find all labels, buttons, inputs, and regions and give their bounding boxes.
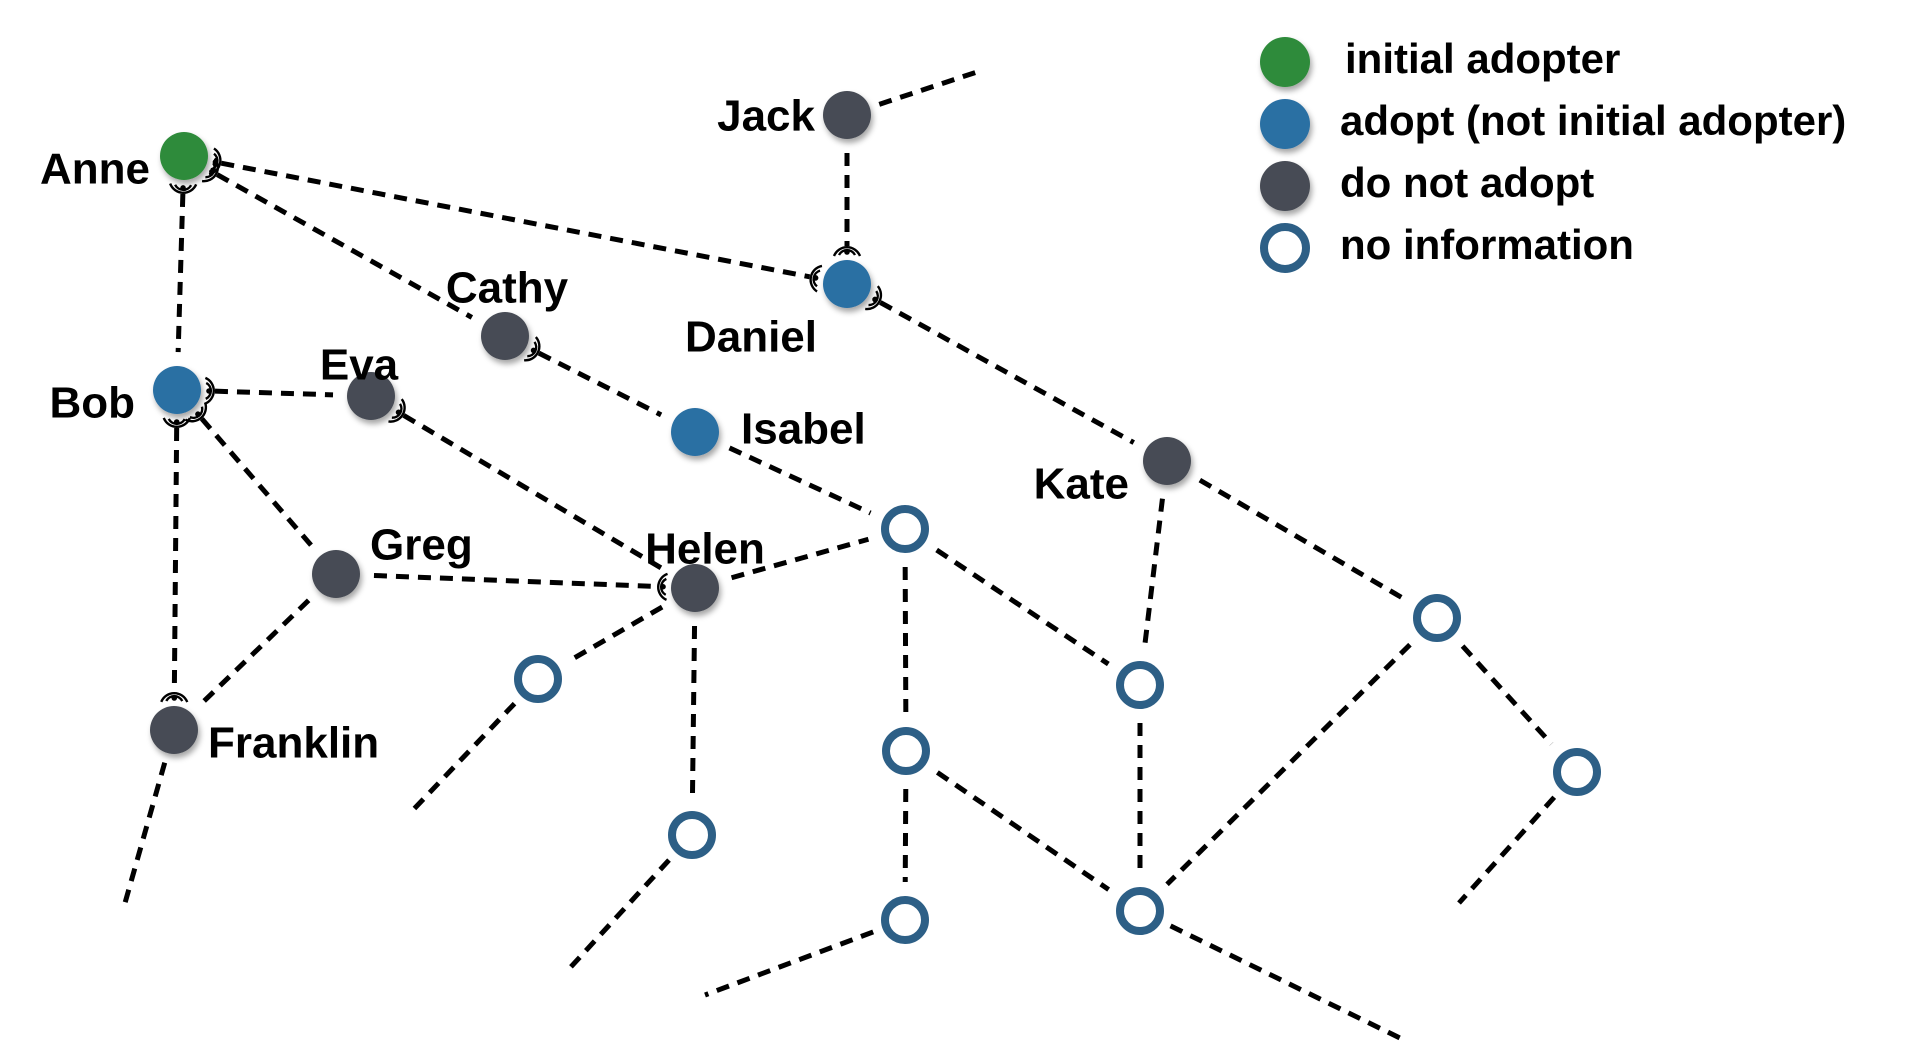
- node-label-isabel: Isabel: [741, 405, 866, 454]
- edge-anne-cathy: [215, 172, 474, 320]
- edge-u5-u8: [902, 788, 909, 883]
- node-helen: [671, 564, 719, 612]
- edge-cathy-isabel: [537, 350, 663, 418]
- node-u8: [881, 896, 929, 944]
- signal-icon-bob-to-franklin: [162, 417, 191, 428]
- node-franklin: [150, 706, 198, 754]
- edge-helen-u1: [730, 536, 870, 581]
- node-isabel: [671, 408, 719, 456]
- signal-icon-helen-from-greg: [657, 572, 669, 601]
- dangling-edge-u2: [411, 701, 517, 812]
- edge-anne-daniel: [220, 160, 811, 280]
- legend-label: initial adopter: [1345, 35, 1620, 82]
- edge-isabel-u1: [728, 445, 872, 516]
- signal-icon-daniel-from-jack: [832, 246, 862, 257]
- signals-layer: [160, 147, 883, 703]
- node-u6: [668, 811, 716, 859]
- signal-icon-franklin-from-bob: [160, 692, 189, 703]
- dangling-edge-franklin: [122, 762, 168, 904]
- node-label-anne: Anne: [40, 145, 150, 194]
- node-u5: [882, 727, 930, 775]
- signal-icon-eva-to-helen: [388, 398, 406, 423]
- legend-swatch-do-not-adopt: [1260, 161, 1310, 211]
- edges-layer: [122, 68, 1557, 1043]
- node-label-eva: Eva: [320, 341, 399, 390]
- node-u2: [514, 655, 562, 703]
- legend-label: do not adopt: [1340, 159, 1594, 206]
- edge-u1-u3: [935, 547, 1110, 667]
- signal-icon-daniel-to-kate: [865, 285, 883, 311]
- node-u1: [881, 505, 929, 553]
- dangling-edge-jack: [878, 68, 981, 107]
- legend-item-no-information: no information: [1260, 221, 1634, 273]
- edge-kate-u3: [1142, 498, 1165, 648]
- edge-bob-eva: [214, 388, 334, 398]
- dangling-edge-u7: [1457, 795, 1557, 905]
- signal-icon-daniel-from-anne: [809, 264, 823, 293]
- edge-u1-u5: [902, 566, 909, 714]
- node-eva: [347, 372, 395, 420]
- legend-item-adopt: adopt (not initial adopter): [1260, 97, 1846, 149]
- signal-icon-bob-to-eva: [204, 376, 215, 405]
- signal-icon-cathy-to-isabel: [524, 336, 541, 362]
- node-kate: [1143, 437, 1191, 485]
- node-u9: [1116, 887, 1164, 935]
- dangling-edge-u6: [567, 858, 671, 971]
- edge-daniel-kate: [879, 300, 1135, 445]
- edge-bob-greg: [199, 417, 314, 547]
- legend-swatch-adopt: [1260, 99, 1310, 149]
- edge-u4-u7: [1460, 644, 1554, 746]
- legend-swatch-no-information: [1260, 223, 1310, 273]
- edge-bob-franklin: [171, 427, 180, 693]
- dangling-edge-u8: [704, 929, 875, 998]
- node-u4: [1413, 594, 1461, 642]
- node-cathy: [481, 312, 529, 360]
- node-bob: [153, 366, 201, 414]
- node-daniel: [823, 260, 871, 308]
- node-label-kate: Kate: [1034, 460, 1129, 509]
- node-anne: [160, 132, 208, 180]
- edge-eva-helen: [402, 413, 664, 571]
- node-greg: [312, 550, 360, 598]
- node-label-franklin: Franklin: [208, 719, 379, 768]
- node-label-cathy: Cathy: [446, 264, 569, 313]
- node-label-helen: Helen: [645, 525, 765, 574]
- node-label-greg: Greg: [370, 521, 473, 570]
- edge-u5-u9: [935, 770, 1111, 892]
- node-u3: [1116, 661, 1164, 709]
- signal-icon-anne-to-daniel: [208, 147, 222, 176]
- edge-greg-helen: [373, 572, 658, 590]
- edge-greg-franklin: [199, 598, 311, 706]
- legend-item-initial-adopter: initial adopter: [1260, 35, 1620, 87]
- edge-kate-u4: [1198, 477, 1406, 602]
- edge-helen-u2: [569, 604, 664, 663]
- legend-label: adopt (not initial adopter): [1340, 97, 1846, 144]
- node-jack: [823, 91, 871, 139]
- edge-anne-bob: [175, 193, 186, 353]
- node-label-bob: Bob: [49, 379, 135, 428]
- legend-item-do-not-adopt: do not adopt: [1260, 159, 1594, 211]
- edge-helen-u6: [689, 625, 698, 798]
- nodes-layer: [150, 91, 1601, 944]
- signal-icon-anne-to-bob: [169, 183, 198, 194]
- edge-u4-u9: [1165, 642, 1412, 887]
- node-label-jack: Jack: [717, 92, 815, 141]
- node-label-daniel: Daniel: [685, 313, 817, 362]
- dangling-edge-u9: [1169, 923, 1406, 1043]
- node-u7: [1553, 748, 1601, 796]
- legend: initial adopter adopt (not initial adopte…: [1260, 35, 1846, 273]
- legend-label: no information: [1340, 221, 1634, 268]
- legend-swatch-initial-adopter: [1260, 37, 1310, 87]
